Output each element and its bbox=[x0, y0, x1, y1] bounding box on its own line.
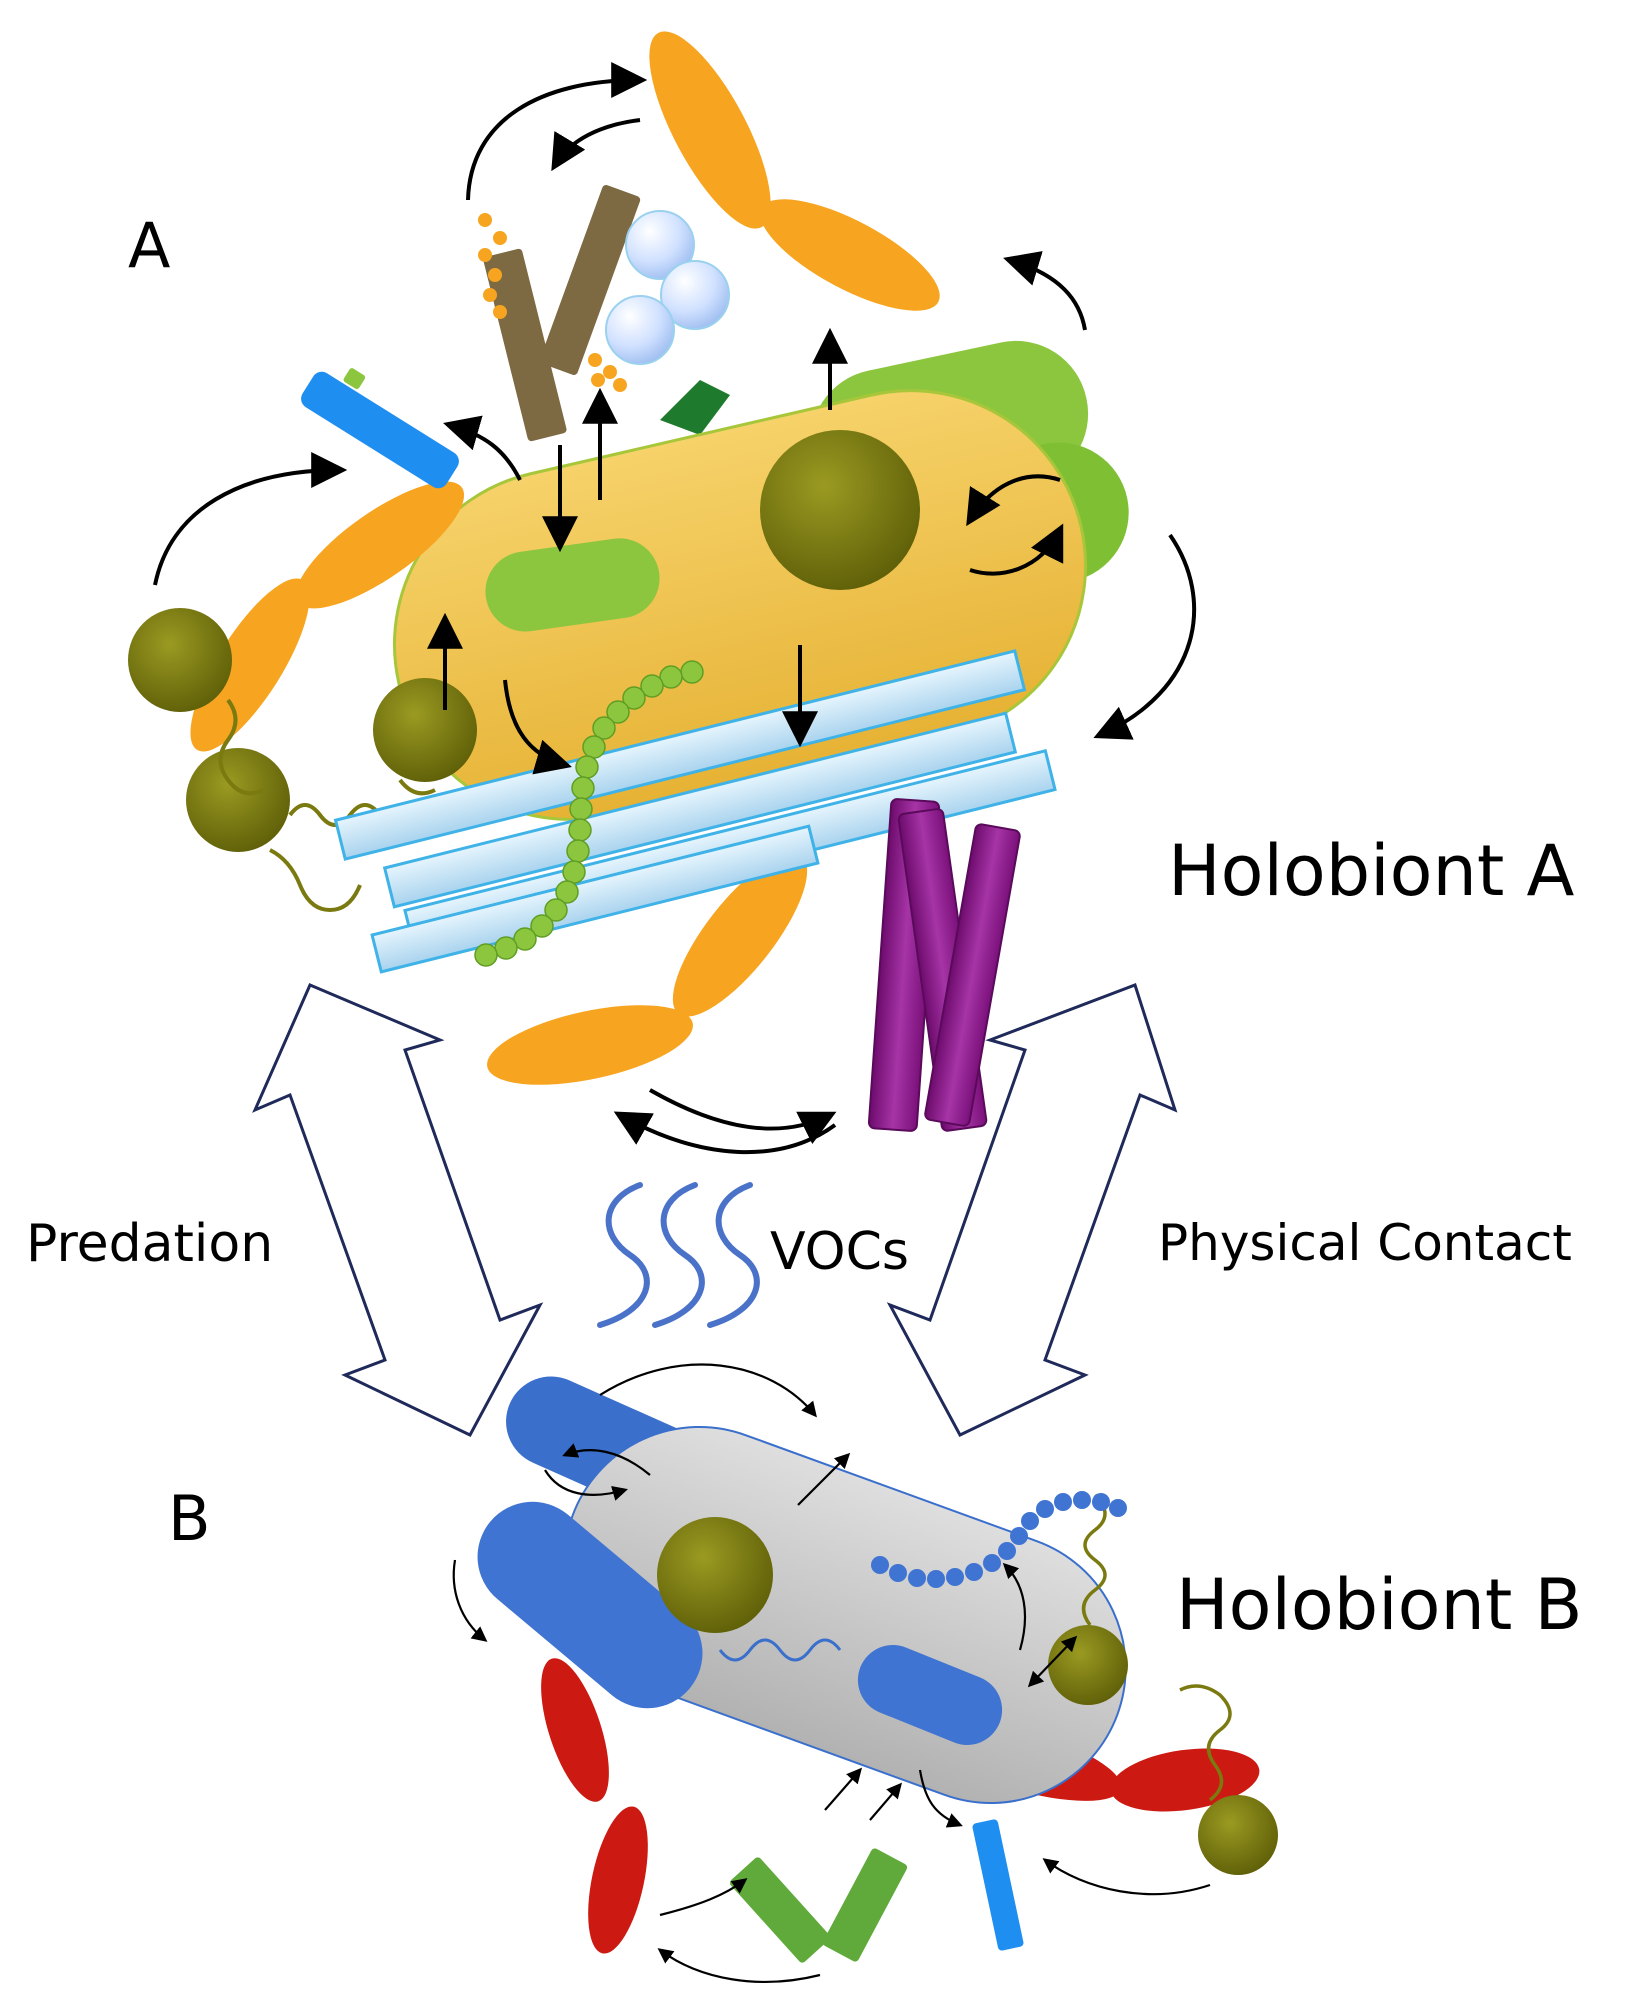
blue-cap-lower bbox=[477, 1501, 703, 1709]
holobiont-b-illustration bbox=[452, 1363, 1278, 1983]
predation-label: Predation bbox=[26, 1214, 274, 1274]
holobiont-a-interaction-arrows bbox=[153, 62, 1197, 1155]
holobiont-b-interaction-arrows bbox=[452, 1363, 1211, 1983]
brown-rod-right bbox=[539, 185, 641, 375]
host-b-nucleus bbox=[657, 1517, 773, 1633]
olive-sphere-b2 bbox=[1198, 1795, 1278, 1875]
holobiont-a-label: Holobiont A bbox=[1168, 830, 1575, 912]
blue-rod-spot bbox=[343, 368, 366, 390]
blue-bead-chain bbox=[871, 1491, 1127, 1588]
green-bead-chain bbox=[474, 660, 704, 967]
blue-organelle bbox=[857, 1645, 1003, 1745]
physical-contact-label: Physical Contact bbox=[1158, 1214, 1572, 1272]
predation-double-arrow bbox=[252, 983, 544, 1437]
dark-green-microbe bbox=[660, 380, 730, 435]
host-a-nucleus bbox=[760, 430, 920, 590]
holobiont-a-illustration bbox=[128, 31, 1197, 1155]
green-rod-right bbox=[822, 1848, 908, 1962]
bubble-cluster bbox=[605, 210, 730, 365]
brown-rod-left bbox=[483, 248, 567, 442]
holobiont-b-label: Holobiont B bbox=[1176, 1564, 1583, 1646]
green-organelle bbox=[485, 538, 660, 632]
blue-wavy-tail bbox=[718, 1638, 842, 1662]
physical-contact-double-arrow bbox=[886, 983, 1178, 1437]
olive-spheres-left bbox=[128, 608, 477, 913]
orange-microbe-top bbox=[649, 31, 940, 311]
olive-tails-b bbox=[1081, 1493, 1232, 1802]
olive-sphere-b1 bbox=[1048, 1625, 1128, 1705]
purple-rod-cluster bbox=[867, 798, 1021, 1132]
panel-label-a: A bbox=[128, 209, 171, 282]
vocs-label: VOCs bbox=[770, 1222, 909, 1282]
orange-microbe-bottom bbox=[487, 853, 808, 1085]
voc-waves bbox=[597, 1182, 760, 1328]
orange-dot-cluster-left bbox=[478, 213, 507, 319]
red-microbe-left bbox=[541, 1658, 648, 1954]
orange-dot-cluster-right bbox=[588, 353, 627, 392]
panel-label-b: B bbox=[168, 1482, 211, 1555]
blue-rod-microbe bbox=[301, 371, 459, 489]
orange-microbe-left bbox=[190, 481, 465, 752]
green-rod-left bbox=[729, 1857, 831, 1963]
blue-rod-b bbox=[972, 1819, 1024, 1951]
